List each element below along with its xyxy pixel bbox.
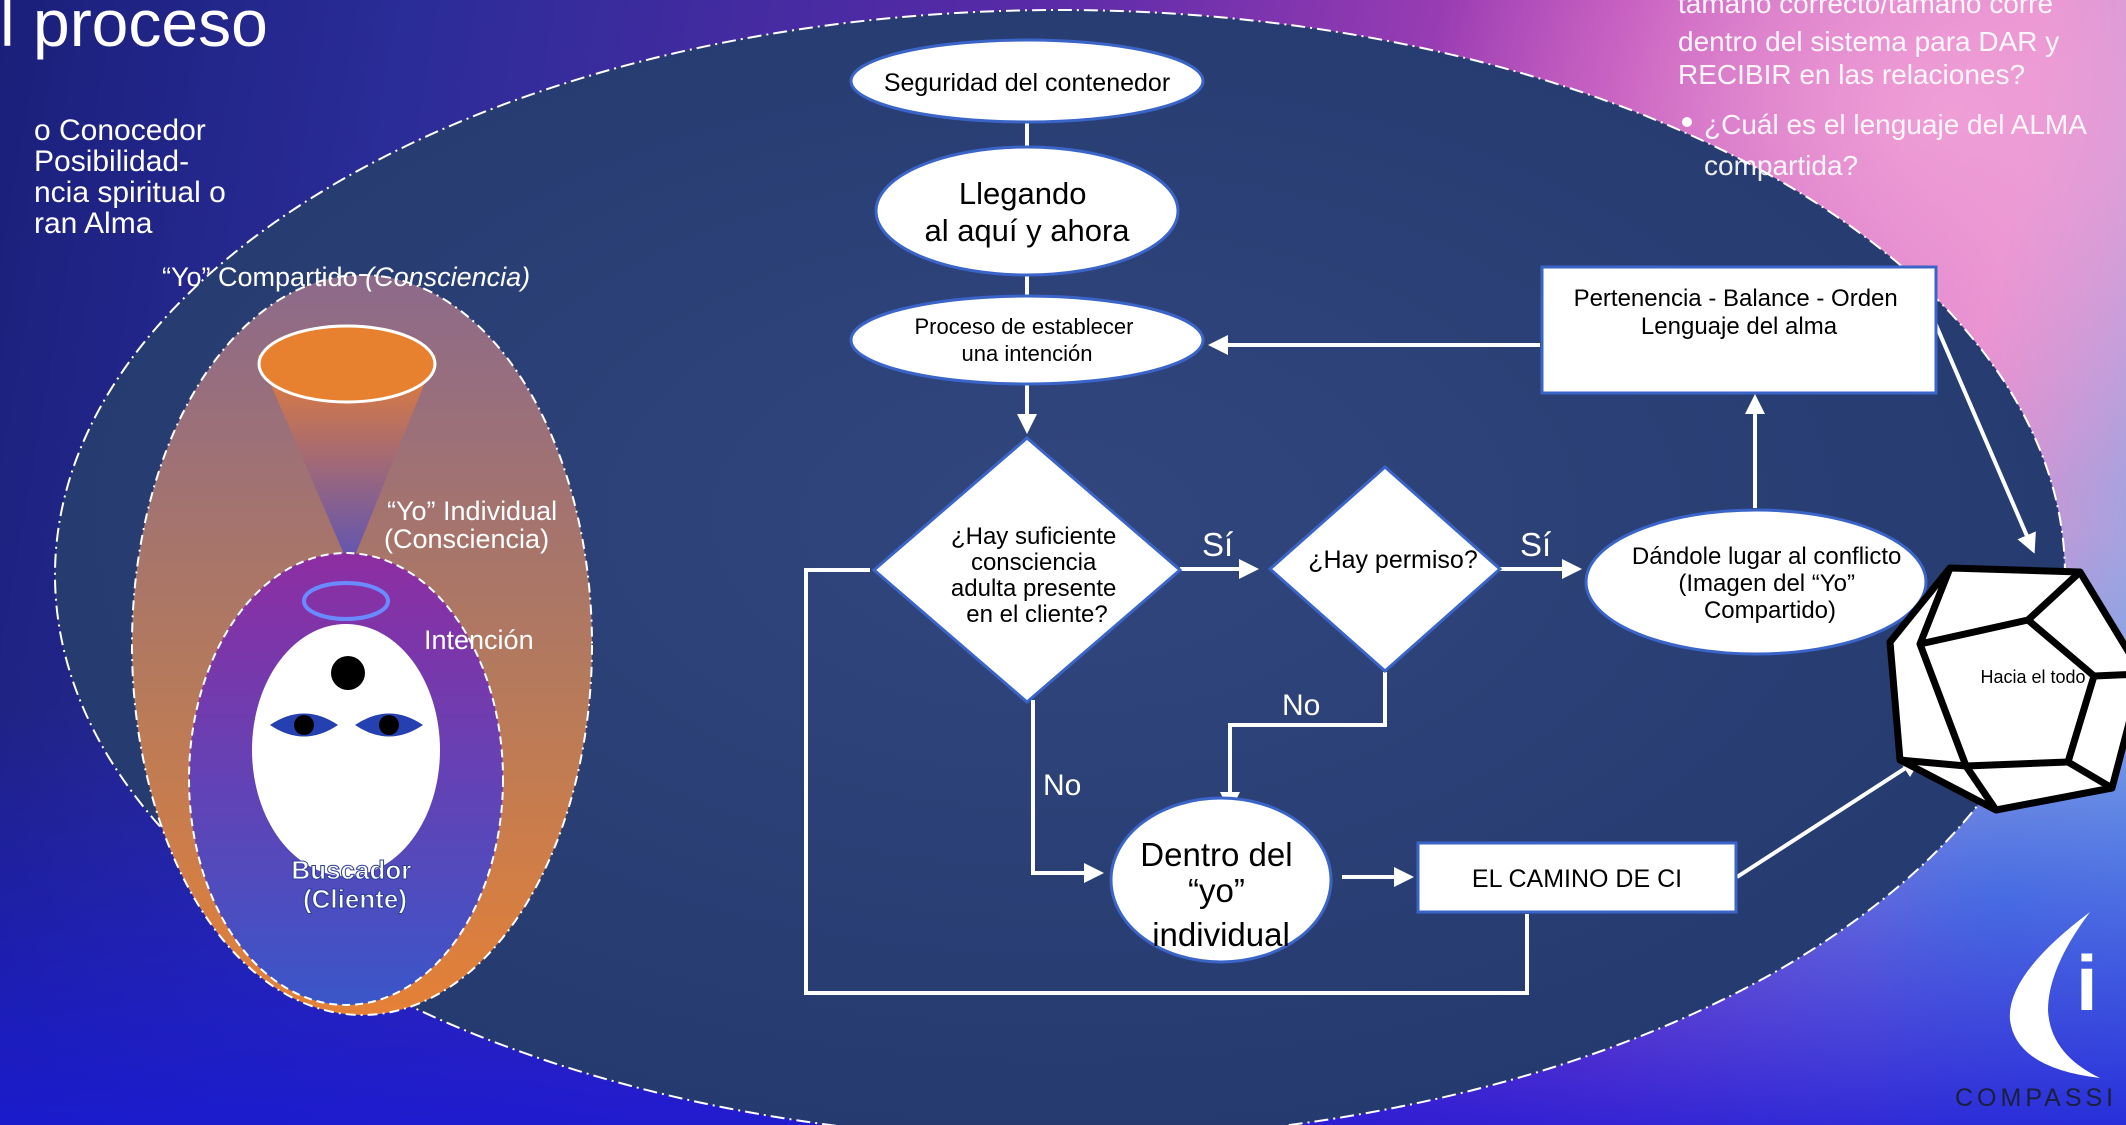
halo xyxy=(302,581,390,621)
yes-label-1: Sí xyxy=(1202,526,1233,563)
left-text: o Conocedor Posibilidad- ncia spiritual … xyxy=(34,114,234,240)
conflict-node xyxy=(1584,508,1928,656)
right-text-bullet-2: ¿Cuál es el lenguaje del ALMA xyxy=(1704,109,2087,140)
cone-top xyxy=(257,324,437,404)
right-text-line-2: dentro del sistema para DAR y xyxy=(1678,26,2059,57)
arriving-label: Llegando al aquí y ahora xyxy=(924,176,1130,248)
consciousness-cone xyxy=(258,355,436,568)
permission-decision xyxy=(1267,464,1503,674)
conflict-label: Dándole lugar al conflicto (Imagen del “… xyxy=(1632,543,1908,624)
intention-label: Intención xyxy=(424,625,534,655)
ci-path-label: EL CAMINO DE CI xyxy=(1472,865,1682,893)
no-label-right: No xyxy=(1282,689,1320,722)
dodecahedron-icon xyxy=(1886,564,2126,814)
shared-self-label: “Yo” Compartido (Consciencia) xyxy=(162,262,530,292)
right-text-line-1: tamaño correcto/tamaño corre xyxy=(1678,0,2053,19)
right-text-line-3: RECIBIR en las relaciones? xyxy=(1678,59,2025,90)
arriving-node xyxy=(874,145,1180,277)
yes-label-2: Sí xyxy=(1520,526,1551,563)
right-text-bullet-2b: compartida? xyxy=(1704,150,1858,181)
bullet-dot xyxy=(1682,117,1692,127)
brand-logo: i xyxy=(2009,912,2100,1078)
logo-letter: i xyxy=(2076,939,2098,1027)
slide-title: l proceso xyxy=(0,0,268,60)
intention-process-node xyxy=(849,294,1205,386)
inside-individual-label: Dentro del “yo” individual xyxy=(1140,836,1301,953)
seeker-face xyxy=(252,624,440,876)
container-safety-node xyxy=(849,38,1205,124)
seeker-label: Buscador (Cliente) xyxy=(291,855,418,914)
intention-process-label: Proceso de establecer una intención xyxy=(914,314,1139,366)
adult-consciousness-label: ¿Hay suficiente consciencia adulta prese… xyxy=(951,523,1123,628)
ci-path-box xyxy=(1416,841,1738,914)
brand-name: COMPASSI xyxy=(1955,1084,2117,1112)
whole-label: Hacia el todo xyxy=(1980,667,2085,687)
left-eye-icon xyxy=(270,713,338,737)
inside-individual-node xyxy=(1109,796,1333,964)
adult-consciousness-decision xyxy=(871,436,1183,704)
belonging-label: Pertenencia - Balance - Orden Lenguaje d… xyxy=(1574,285,1905,340)
no-label-left: No xyxy=(1043,769,1081,802)
individual-self-label: “Yo” Individual (Consciencia) xyxy=(384,496,565,554)
permission-label: ¿Hay permiso? xyxy=(1308,546,1478,574)
third-eye-icon xyxy=(331,656,365,690)
belonging-box xyxy=(1540,265,1938,395)
right-eye-icon xyxy=(355,713,423,737)
container-safety-label: Seguridad del contenedor xyxy=(884,69,1170,97)
